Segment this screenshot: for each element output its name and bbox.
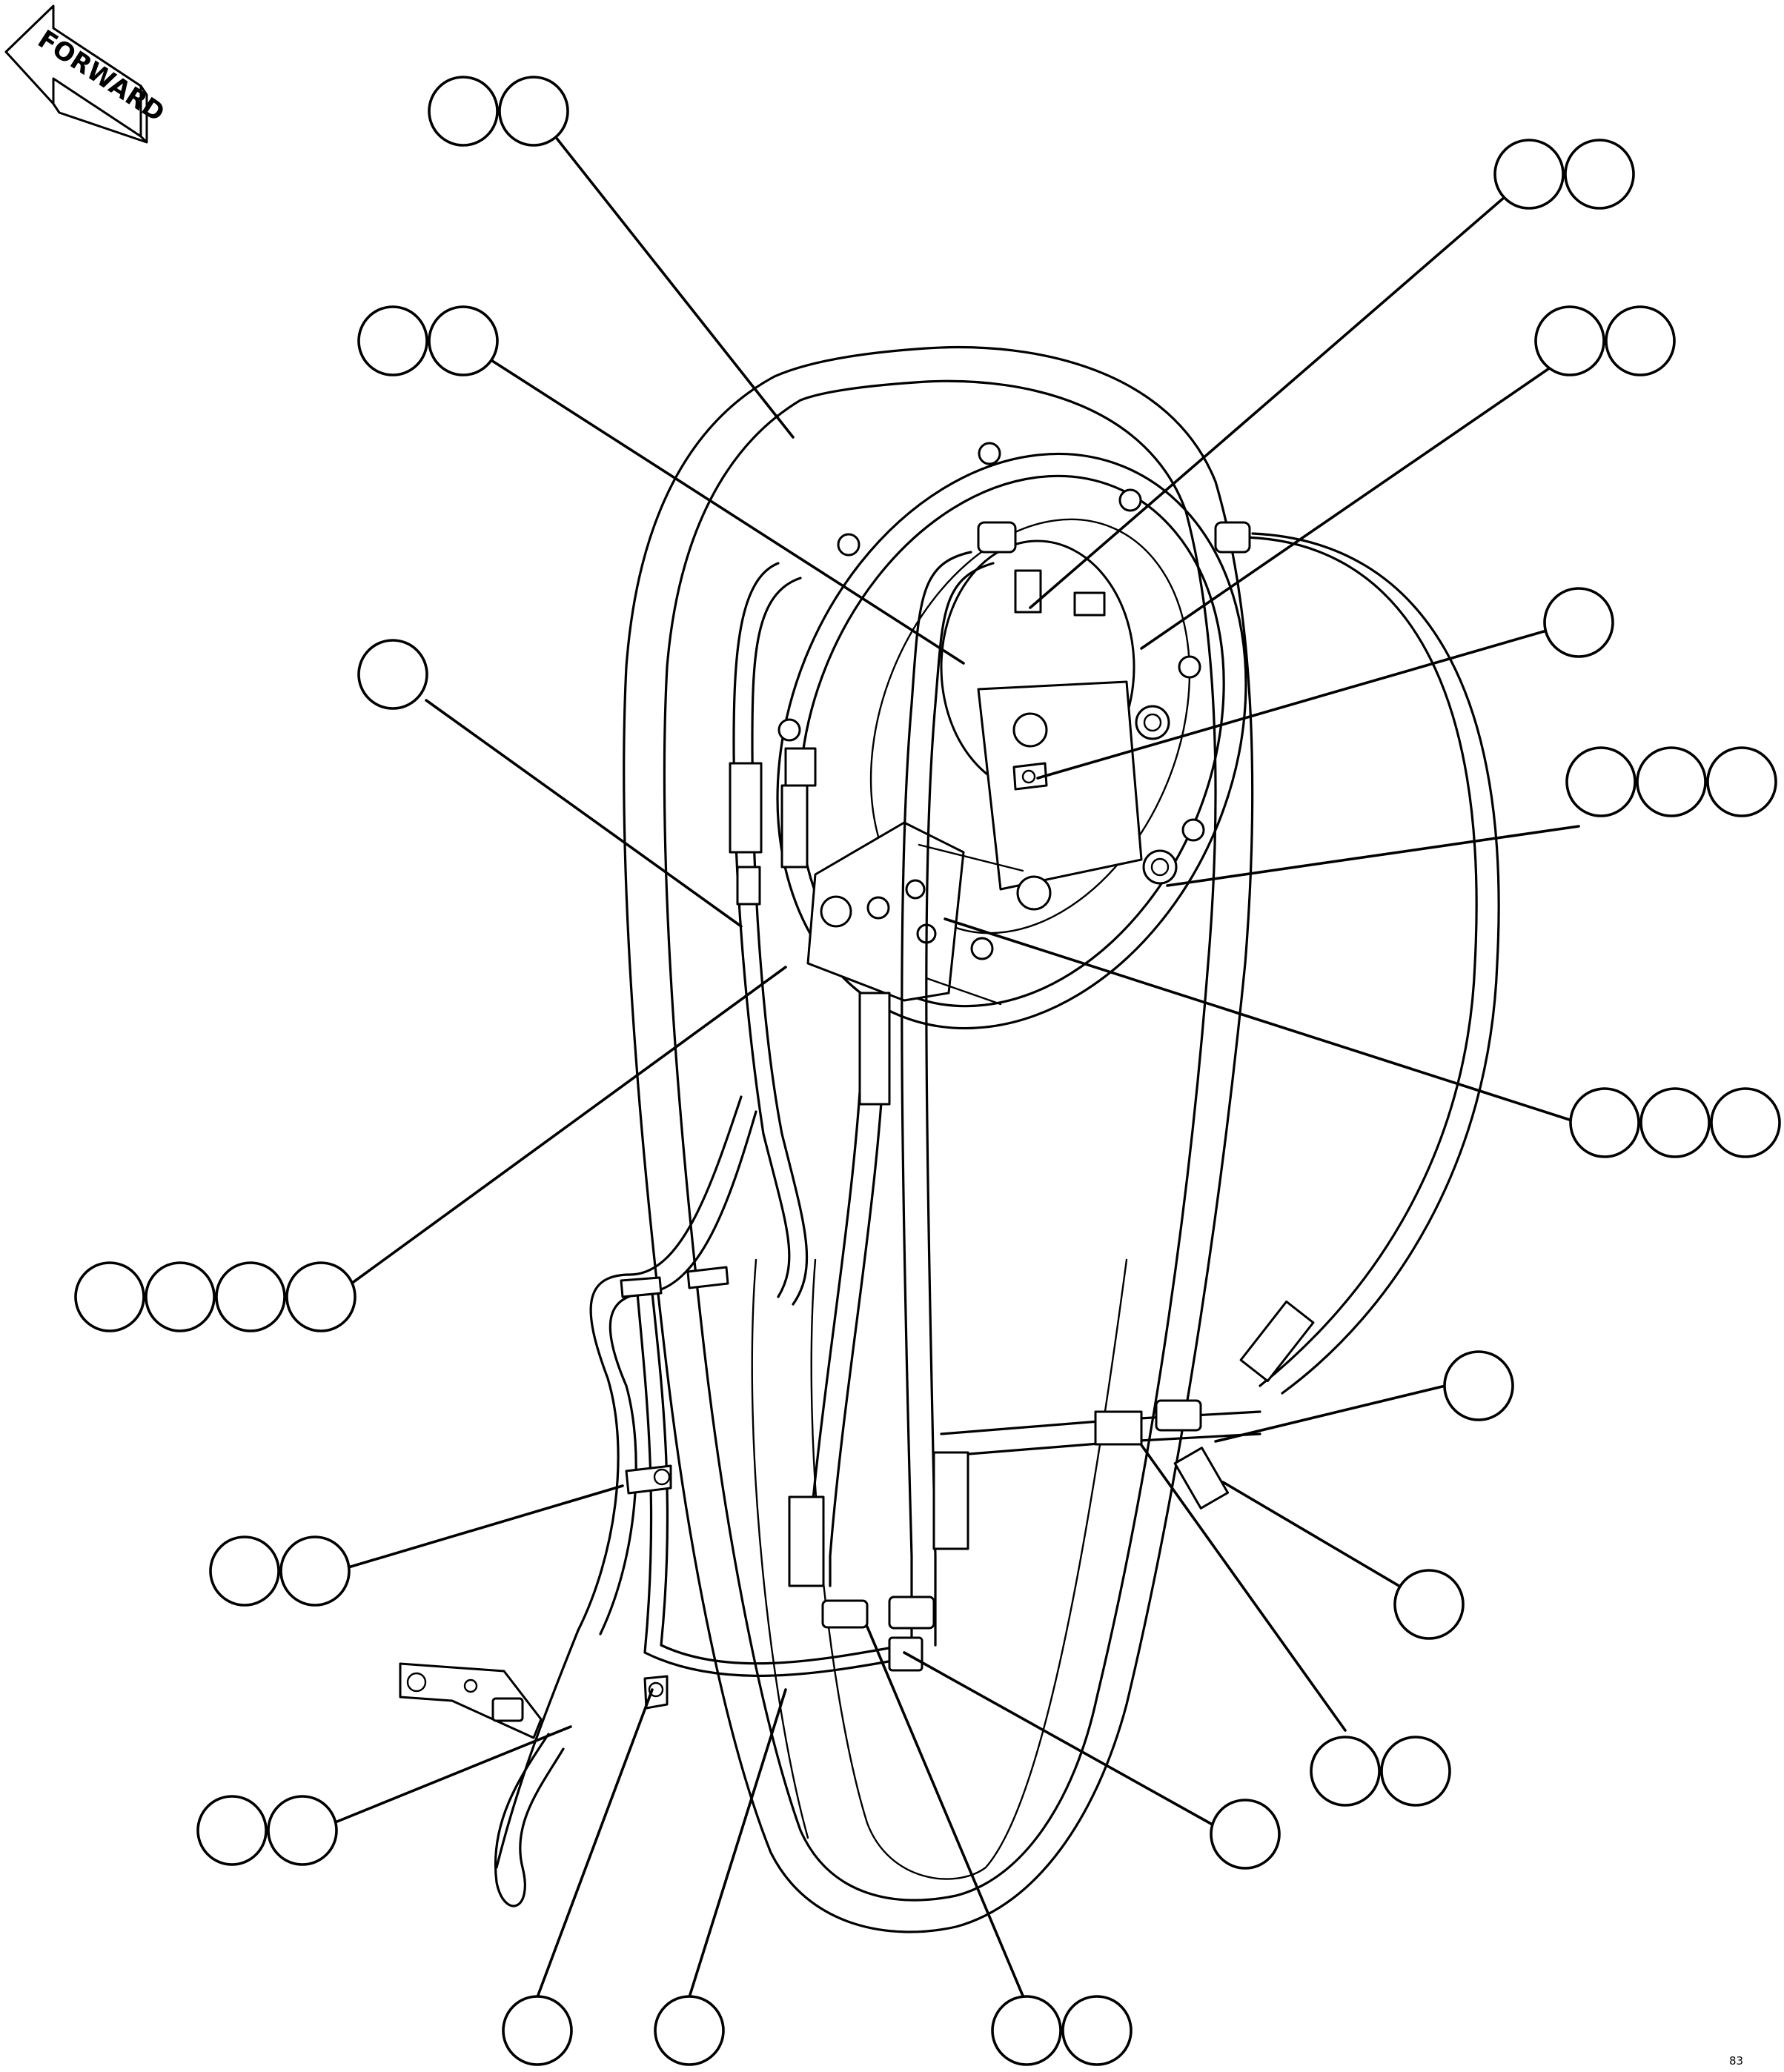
drive-housing bbox=[623, 345, 1254, 1933]
callout-upper-left[interactable] bbox=[357, 305, 499, 376]
forward-arrow-icon: FORWARD bbox=[4, 4, 170, 144]
mounting-bracket bbox=[399, 1662, 543, 1739]
callout-right-2[interactable] bbox=[1534, 305, 1676, 376]
callout-bottom-3[interactable] bbox=[991, 1995, 1133, 2066]
fittings bbox=[729, 521, 1315, 1672]
figure-number: 83 bbox=[1729, 2054, 1743, 2068]
tie-rod bbox=[494, 1733, 565, 1907]
callout-right-union[interactable] bbox=[1310, 1736, 1451, 1807]
callout-bottom-2[interactable] bbox=[654, 1995, 725, 2066]
hose-clamps bbox=[620, 762, 1048, 1710]
callout-right-elbow[interactable] bbox=[1393, 1569, 1465, 1640]
callout-right-clamp[interactable] bbox=[1543, 587, 1614, 658]
callout-right-lower[interactable] bbox=[1210, 1799, 1281, 1870]
callout-right-bolts[interactable] bbox=[1565, 746, 1777, 817]
leader-lines bbox=[332, 117, 1580, 2006]
callout-left-4[interactable] bbox=[74, 1261, 357, 1332]
callout-top-right[interactable] bbox=[1493, 139, 1635, 210]
callout-bottom-1[interactable] bbox=[502, 1995, 573, 2066]
callout-top-left[interactable] bbox=[428, 76, 569, 147]
callout-right-tee[interactable] bbox=[1443, 1350, 1514, 1421]
wheel-bolts bbox=[777, 442, 1205, 960]
callout-left-1[interactable] bbox=[357, 639, 428, 710]
callout-right-block[interactable] bbox=[1569, 1087, 1781, 1158]
callout-left-clip[interactable] bbox=[209, 1535, 351, 1607]
manifold-block bbox=[806, 821, 1024, 1006]
callout-left-bracket[interactable] bbox=[196, 1795, 338, 1866]
hydraulic-motor bbox=[940, 539, 1178, 911]
